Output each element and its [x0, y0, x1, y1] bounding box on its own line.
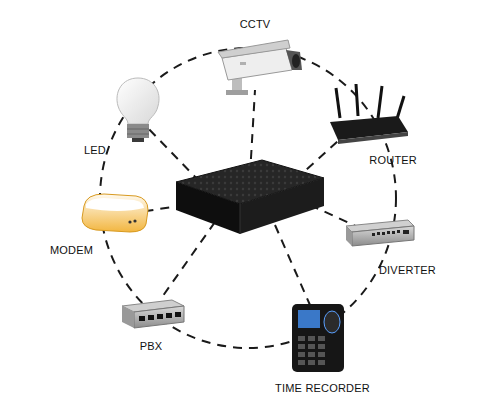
device-node: ROUTER — [325, 82, 417, 166]
device-label: PBX — [140, 340, 163, 352]
central-power-unit — [176, 160, 324, 234]
device-label: LED — [84, 144, 106, 156]
device-node: MODEM — [50, 190, 150, 256]
dashed-spokes — [140, 90, 360, 305]
cctv-camera — [218, 40, 302, 95]
device-node: LED — [84, 74, 164, 156]
led-bulb — [117, 78, 159, 142]
router-device — [330, 84, 408, 144]
device-node: TIME RECORDER — [255, 300, 390, 394]
device-label: DIVERTER — [379, 264, 436, 276]
device-node: DIVERTER — [340, 214, 436, 276]
pbx-switch — [122, 300, 184, 328]
time-recorder-device — [292, 304, 344, 372]
device-label: ROUTER — [369, 154, 417, 166]
device-label: TIME RECORDER — [275, 382, 370, 394]
modem-device — [82, 194, 148, 232]
device-label: MODEM — [50, 244, 93, 256]
diverter-device — [346, 220, 414, 246]
device-node: CCTV — [205, 18, 305, 98]
device-node: PBX — [112, 296, 190, 352]
device-label: CCTV — [240, 18, 271, 30]
dashed-ring — [100, 48, 396, 348]
